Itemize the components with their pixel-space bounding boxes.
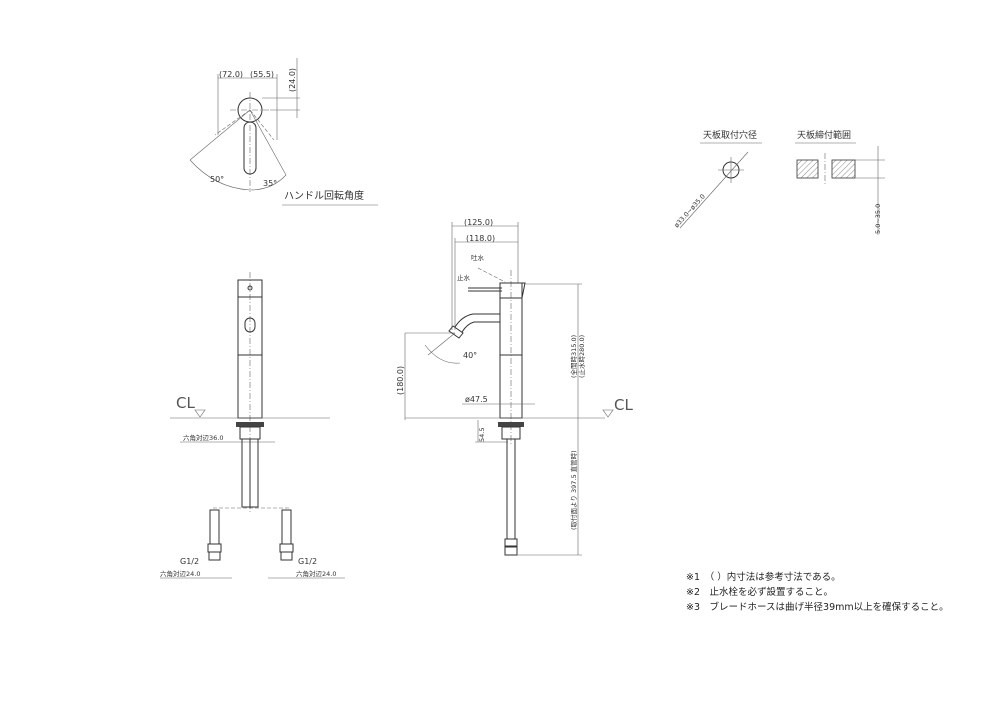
notes: ※1 （ ）内寸法は参考寸法である。 ※2 止水栓を必ず設置すること。 ※3 ブ… xyxy=(686,571,949,613)
angle-50: 50° xyxy=(210,175,224,184)
hex-36: 六角対辺36.0 xyxy=(183,433,223,442)
dim-125: (125.0) xyxy=(464,218,493,227)
label-spout-off: 止水 xyxy=(457,273,471,282)
thread-left: G1/2 xyxy=(180,557,199,566)
hex-24-left: 六角対辺24.0 xyxy=(160,569,200,578)
dim-54: 54.5 xyxy=(478,428,486,442)
angle-35: 35° xyxy=(263,179,277,188)
diameter-47: ø47.5 xyxy=(465,395,488,404)
dim-180: (180.0) xyxy=(396,366,405,395)
side-view: (125.0) (118.0) 吐水 止水 (180.0) 40° ø47.5 … xyxy=(396,218,633,556)
counter-thickness-title: 天板締付範囲 xyxy=(797,129,851,141)
hex-24-right: 六角対辺24.0 xyxy=(296,569,336,578)
cl-label-front: CL xyxy=(176,394,195,412)
handle-rotation-caption: ハンドル回転角度 xyxy=(284,189,364,202)
counter-hole-title: 天板取付穴径 xyxy=(703,129,757,141)
label-spout-on: 吐水 xyxy=(471,253,485,262)
top-view: (72.0) (55.5) (24.0) 50° 35° ハンドル回転角度 xyxy=(189,58,378,206)
dim-hose-397: (取付面より 397.5 直管時) xyxy=(569,450,578,530)
front-view: CL 六角対辺36.0 G1/2 G1/2 六角対辺24.0 六角対辺24.0 xyxy=(160,272,345,579)
note-1: ※1 （ ）内寸法は参考寸法である。 xyxy=(686,571,841,583)
note-2: ※2 止水栓を必ず設置すること。 xyxy=(686,586,833,598)
counter-hole-detail: 天板取付穴径 ø33.0~ø35.0 xyxy=(673,129,762,229)
thread-right: G1/2 xyxy=(298,557,317,566)
thickness-range: 5.0~35.0 xyxy=(874,204,882,234)
note-3: ※3 ブレードホースは曲げ半径39mm以上を確保すること。 xyxy=(686,601,949,613)
dim-open-315: (全開時315.0) xyxy=(569,335,578,378)
dim-55: (55.5) xyxy=(250,70,274,79)
handle-lever xyxy=(243,121,257,175)
counter-thickness-detail: 天板締付範囲 5.0~35.0 xyxy=(795,129,885,235)
dim-72: (72.0) xyxy=(219,70,243,79)
dim-118: (118.0) xyxy=(466,234,495,243)
hole-diameter: ø33.0~ø35.0 xyxy=(673,193,707,230)
cl-label-side: CL xyxy=(614,396,633,414)
angle-40: 40° xyxy=(463,351,477,360)
dim-24: (24.0) xyxy=(288,68,297,92)
dim-closed-280: (止水時280.0) xyxy=(577,335,586,378)
